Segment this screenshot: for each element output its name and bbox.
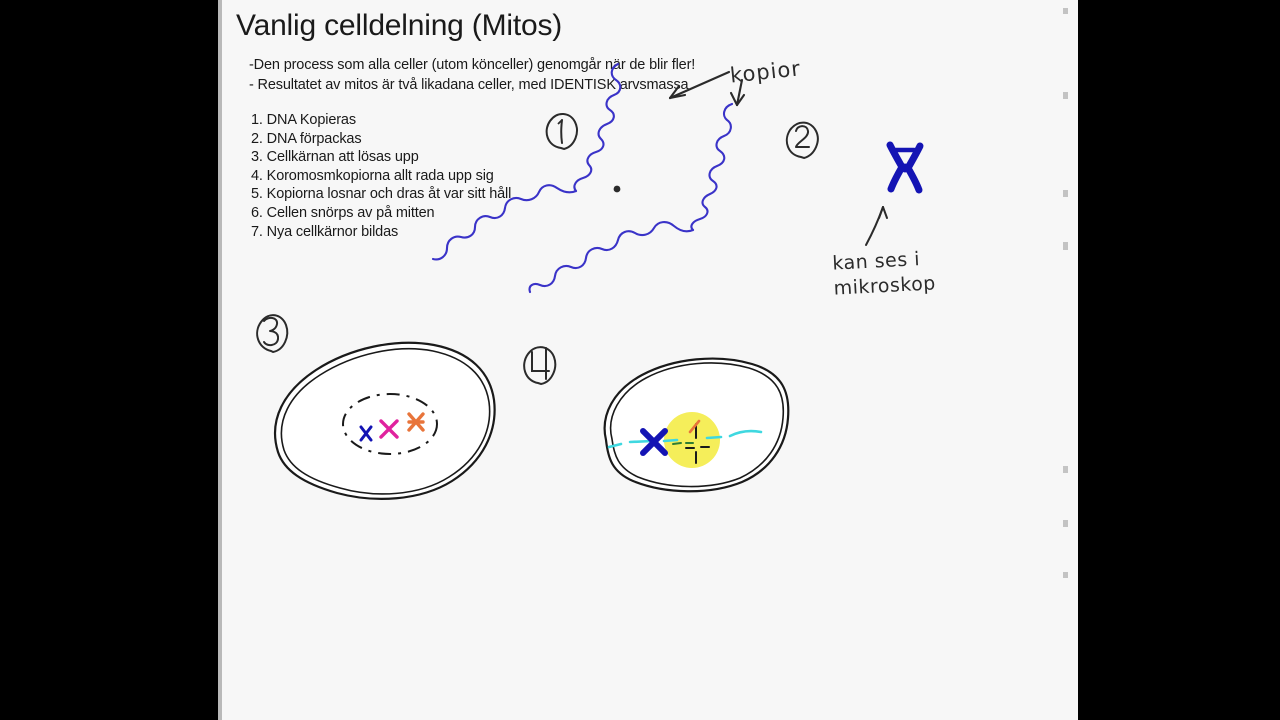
cell-step-4 [603, 357, 790, 493]
list-item: 1. DNA Kopieras [251, 112, 356, 128]
page-title: Vanlig celldelning (Mitos) [236, 9, 563, 42]
chromosome-magenta [379, 419, 399, 439]
chromosome-blue-large [886, 141, 924, 194]
annotation-mikroskop-line-2: mikroskop [833, 272, 937, 300]
list-item: 2. DNA förpackas [251, 130, 362, 147]
equator-line [607, 429, 763, 449]
chromosome-blue-small [359, 425, 373, 442]
drawing-layer [256, 8, 1068, 578]
list-item: 4. Koromosmkopiorna allt rada upp sig [251, 167, 494, 184]
cell-step-3 [273, 341, 496, 500]
nucleus-dashed-outline [342, 393, 438, 455]
list-item: 3. Cellkärnan att lösas upp [251, 149, 419, 166]
spindle-marks [672, 442, 694, 445]
list-item: 5. Kopiorna losnar och dras åt var sitt … [251, 186, 512, 203]
subtitle-line-2: - Resultatet av mitos är två likadana ce… [249, 77, 689, 93]
step-list: 1. DNA Kopieras 2. DNA förpackas 3. Cell… [251, 111, 511, 241]
centromere-marks [685, 423, 710, 464]
page-gutter [218, 0, 222, 720]
list-item: 6. Cellen snörps av på mitten [251, 204, 435, 221]
chromatid-orange [688, 419, 701, 434]
annotation-mikroskop-label: kan ses i mikroskop [832, 246, 937, 301]
highlight-circle [664, 412, 720, 468]
letterbox-right [1078, 0, 1280, 720]
list-item: 7. Nya cellkärnor bildas [251, 223, 399, 240]
letterbox-left [0, 0, 218, 720]
page-edge-artifacts [1063, 8, 1068, 578]
slide-canvas: Vanlig celldelning (Mitos) -Den process … [218, 0, 1078, 720]
chromosome-blue-metaphase [640, 428, 668, 456]
chromosome-orange [407, 412, 425, 432]
arrow-to-chromosome [865, 206, 888, 246]
marker-2 [785, 121, 819, 160]
marker-3 [256, 314, 289, 354]
marker-4 [523, 346, 557, 386]
annotation-kopior-label: kopior [728, 56, 802, 88]
marker-1 [545, 113, 578, 151]
subtitle-line-1: -Den process som alla celler (utom könce… [249, 57, 696, 73]
